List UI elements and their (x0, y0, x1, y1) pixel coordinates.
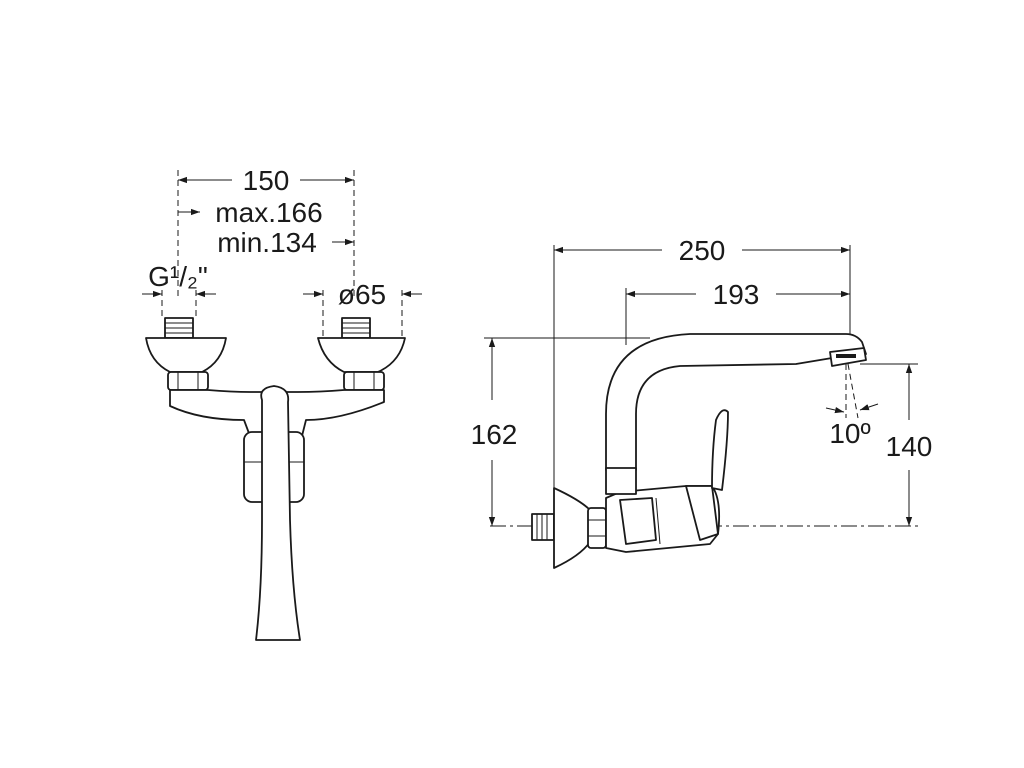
mixer-body-side (605, 485, 721, 553)
dim-min-label: min.134 (217, 227, 317, 258)
dim-thread-label: G¹/₂" (148, 261, 208, 292)
dimension-140: 140 (886, 364, 933, 526)
right-inlet-fitting (317, 317, 406, 391)
dimension-diameter: ø65 (303, 279, 422, 336)
dim-outlet-label: 140 (886, 431, 933, 462)
dim-centers-label: 150 (243, 165, 290, 196)
left-inlet-fitting (145, 317, 227, 391)
dim-reach-label: 250 (679, 235, 726, 266)
dimension-250: 250 (554, 235, 850, 266)
dimension-max: max.166 (178, 197, 323, 228)
dimension-193: 193 (626, 279, 850, 310)
dimension-150: 150 (178, 165, 354, 196)
dimension-min: min.134 (217, 227, 354, 258)
wall-connector (531, 487, 607, 569)
dim-spout-label: 193 (713, 279, 760, 310)
dimension-angle: 10º (825, 363, 879, 449)
dim-diameter-label: ø65 (338, 279, 386, 310)
dimension-thread: G¹/₂" (142, 261, 216, 318)
spout-front (255, 385, 301, 641)
lever-handle (711, 409, 729, 491)
side-view: 250 193 162 140 10º (471, 235, 933, 569)
dim-height-label: 162 (471, 419, 518, 450)
dim-max-label: max.166 (215, 197, 322, 228)
dim-angle-label: 10º (829, 418, 870, 449)
front-view: 150 max.166 min.134 G¹/₂" ø65 (142, 165, 422, 641)
spout-side (605, 333, 867, 495)
dimension-162: 162 (471, 338, 518, 526)
